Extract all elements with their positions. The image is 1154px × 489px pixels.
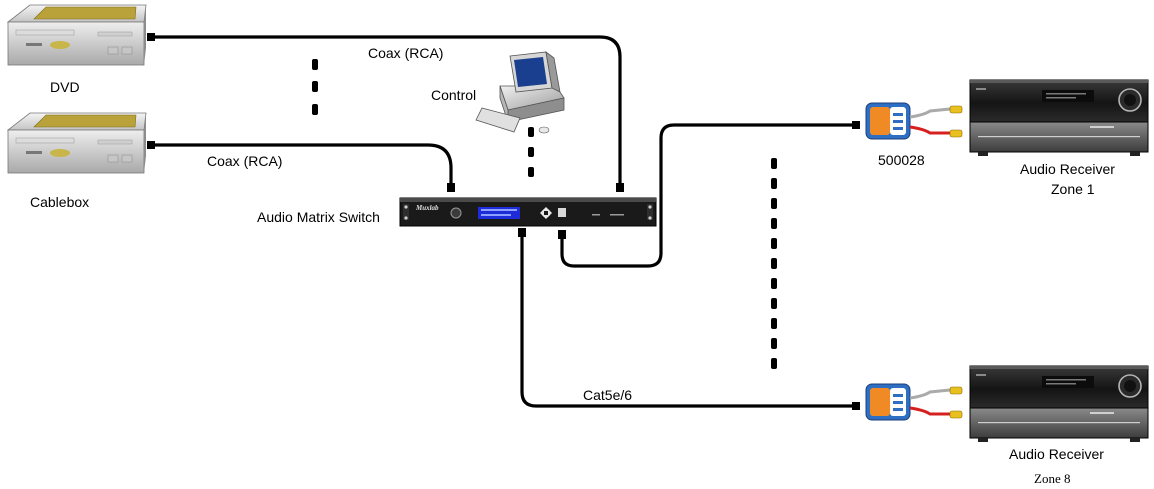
audio-receiver-icon xyxy=(969,79,1149,156)
cablebox-label: Cablebox xyxy=(30,194,89,210)
control-label: Control xyxy=(431,87,476,103)
dvd-player-icon xyxy=(6,4,147,66)
matrix-switch-icon: Muxlab xyxy=(399,197,657,227)
direction-pad-icon xyxy=(540,207,552,219)
more-sources-ellipsis xyxy=(312,59,318,115)
dvd-coax-cable xyxy=(154,35,622,190)
balun-part-label: 500028 xyxy=(878,152,925,168)
audio-matrix-switch-label: Audio Matrix Switch xyxy=(257,209,380,225)
receiver-zone8-label: Audio Receiver xyxy=(1009,446,1104,462)
zone8-cat5-cable xyxy=(520,236,856,408)
audio-receiver-icon-zone8 xyxy=(969,365,1149,442)
switch-brand-label: Muxlab xyxy=(415,204,439,212)
receiver-zone1-sublabel: Zone 1 xyxy=(1051,181,1095,197)
cable-box-icon xyxy=(6,112,147,174)
more-zones-ellipsis xyxy=(771,158,777,369)
receiver-zone1-label: Audio Receiver xyxy=(1020,161,1115,177)
cablebox-coax-cable xyxy=(154,143,453,190)
balun-adapter-icon xyxy=(865,102,963,140)
cat5-label: Cat5e/6 xyxy=(583,387,632,403)
coax-label-dvd: Coax (RCA) xyxy=(368,45,443,61)
coax-label-cablebox: Coax (RCA) xyxy=(207,153,282,169)
control-connection-dots xyxy=(528,127,534,177)
wires xyxy=(154,35,856,408)
computer-icon xyxy=(475,51,565,134)
balun-adapter-icon-zone8 xyxy=(865,383,963,421)
receiver-zone8-sublabel: Zone 8 xyxy=(1034,471,1070,486)
zone1-cat5-cable xyxy=(560,123,856,268)
cable-plugs xyxy=(147,33,860,410)
dvd-label: DVD xyxy=(50,79,80,95)
